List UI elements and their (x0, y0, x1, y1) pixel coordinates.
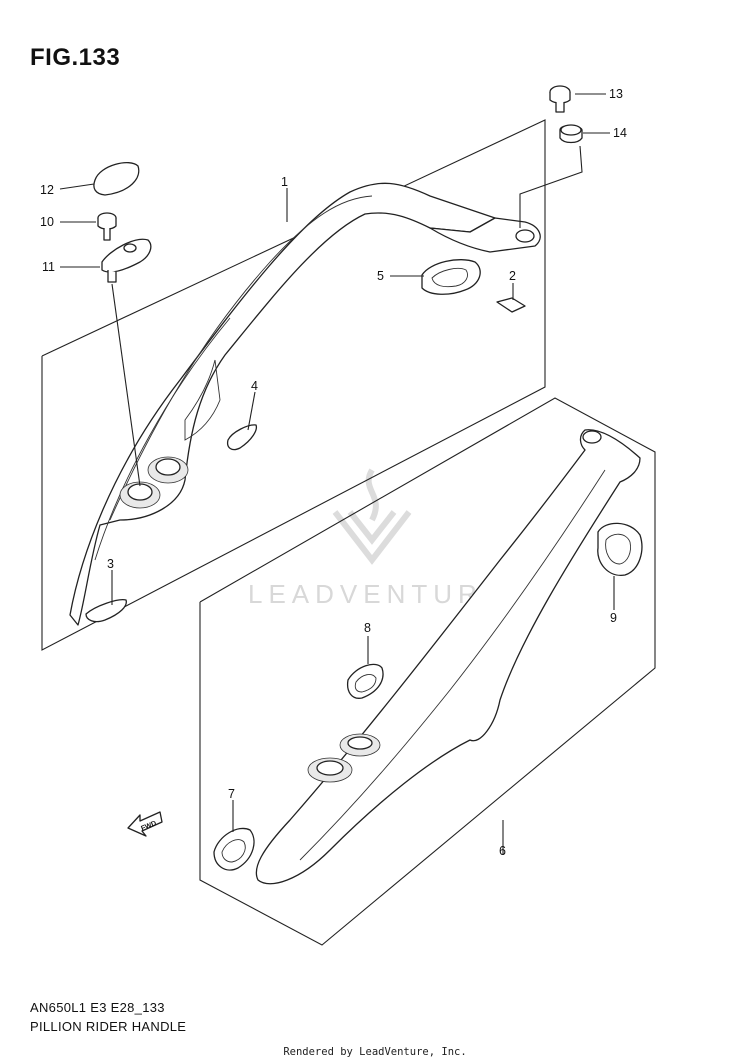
model-code: AN650L1 E3 E28_133 (30, 1000, 165, 1015)
bolt-part-10[interactable] (97, 212, 117, 241)
cushion-part-8[interactable] (346, 663, 384, 699)
watermark-text: LEADVENTURE (248, 579, 506, 609)
callout-6: 6 (499, 844, 506, 858)
rendered-by-credit: Rendered by LeadVenture, Inc. (283, 1046, 467, 1058)
callout-14: 14 (613, 126, 627, 140)
cap-part-12[interactable] (93, 162, 140, 196)
washer-part-11[interactable] (101, 238, 152, 283)
cushion-part-5[interactable] (421, 259, 481, 295)
figure-title: FIG.133 (30, 44, 121, 71)
callout-11: 11 (42, 260, 55, 274)
callout-3: 3 (107, 557, 114, 571)
watermark-logo-icon (332, 468, 412, 565)
cushion-part-3[interactable] (85, 599, 127, 623)
bolt-part-13[interactable] (549, 85, 571, 113)
callout-2: 2 (509, 269, 516, 283)
callout-12: 12 (40, 183, 54, 197)
callout-1: 1 (281, 175, 288, 189)
handle-part-1[interactable] (69, 182, 541, 626)
upper-frame (41, 119, 546, 651)
callout-13: 13 (609, 87, 623, 101)
fwd-arrow-icon: FWD (127, 811, 163, 837)
cushion-part-7[interactable] (213, 827, 255, 871)
washer-part-14[interactable] (559, 124, 583, 144)
watermark: LEADVENTURE (248, 468, 506, 609)
callout-5: 5 (377, 269, 384, 283)
callout-7: 7 (228, 787, 235, 801)
handle-part-6[interactable] (255, 429, 641, 885)
pad-part-2[interactable] (496, 297, 526, 313)
callout-9: 9 (610, 611, 617, 625)
callout-4: 4 (251, 379, 258, 393)
cushion-part-4[interactable] (226, 424, 258, 451)
lower-frame (199, 397, 656, 946)
callout-10: 10 (40, 215, 54, 229)
callout-8: 8 (364, 621, 371, 635)
leader-lines (59, 93, 615, 855)
figure-caption: PILLION RIDER HANDLE (30, 1019, 187, 1034)
callout-labels: 1 2 3 4 5 6 7 8 9 10 11 12 13 14 (40, 87, 627, 858)
cushion-part-9[interactable] (597, 522, 643, 576)
